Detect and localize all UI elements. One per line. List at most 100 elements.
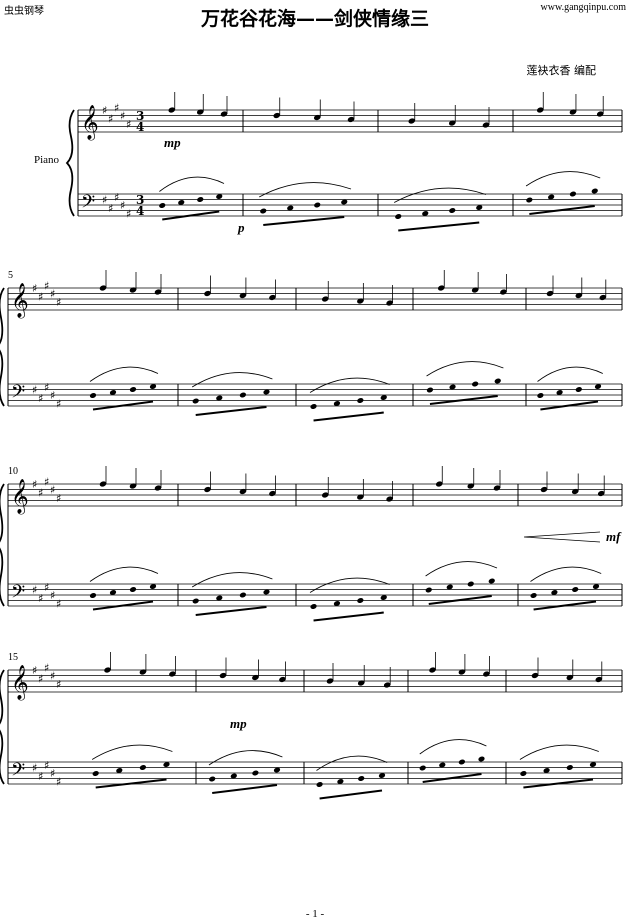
note-head	[219, 672, 227, 679]
sharp-icon: ♯	[120, 199, 125, 212]
note-head	[204, 290, 211, 297]
beam	[195, 606, 267, 616]
note-head	[209, 776, 216, 782]
beam	[422, 773, 482, 783]
sharp-icon: ♯	[56, 492, 61, 505]
note-head	[357, 298, 364, 304]
brace-icon	[0, 669, 5, 785]
slur	[393, 187, 487, 203]
sharp-icon: ♯	[38, 392, 43, 405]
note-head	[446, 584, 453, 590]
note-head	[536, 107, 544, 113]
note-head	[239, 292, 247, 299]
note-head	[269, 294, 276, 301]
note-head	[572, 586, 579, 593]
note-head	[197, 196, 204, 203]
note-head	[449, 384, 456, 390]
note-head	[467, 581, 474, 587]
note-head	[494, 378, 501, 384]
note-head	[230, 773, 237, 779]
beam	[533, 600, 597, 611]
time-signature-numerator: 3	[136, 193, 144, 207]
beam	[529, 205, 595, 215]
note-head	[448, 120, 456, 126]
sharp-icon: ♯	[114, 191, 119, 204]
measure-number: 5	[8, 270, 13, 281]
note-head	[488, 578, 495, 584]
note-head	[239, 592, 247, 598]
note-head	[543, 767, 550, 774]
beam	[263, 216, 345, 226]
note-head	[537, 392, 544, 399]
sharp-icon: ♯	[102, 104, 107, 117]
instrument-label: Piano	[34, 154, 60, 166]
note-head	[395, 213, 402, 220]
note-head	[500, 289, 507, 295]
dynamic-marking: mp	[230, 716, 247, 731]
beam	[212, 784, 278, 794]
note-head	[104, 667, 111, 673]
note-head	[493, 485, 501, 491]
note-head	[380, 594, 387, 601]
note-head	[378, 772, 386, 779]
slur	[309, 577, 390, 593]
note-head	[575, 386, 582, 393]
sharp-icon: ♯	[102, 194, 107, 207]
sharp-icon: ♯	[56, 678, 61, 691]
sharp-icon: ♯	[44, 475, 49, 488]
slur	[309, 377, 390, 393]
sharp-icon: ♯	[32, 384, 37, 397]
note-head	[260, 208, 267, 214]
note-head	[472, 381, 479, 387]
treble-clef-icon: 𝄞	[11, 665, 29, 701]
system-3: 𝄞♯♯♯♯♯𝄢♯♯♯♯♯10	[0, 466, 623, 622]
note-head	[99, 285, 107, 291]
brace-icon	[65, 109, 75, 217]
note-head	[192, 398, 199, 404]
sharp-icon: ♯	[50, 767, 55, 780]
brace-icon	[0, 287, 5, 407]
sharp-icon: ♯	[56, 775, 61, 788]
note-head	[408, 118, 416, 124]
note-head	[595, 676, 603, 683]
sharp-icon: ♯	[108, 112, 113, 125]
slur	[525, 171, 601, 187]
note-head	[273, 767, 281, 773]
sharp-icon: ♯	[32, 762, 37, 775]
note-head	[163, 761, 170, 768]
note-head	[263, 589, 270, 595]
sharp-icon: ♯	[108, 202, 113, 215]
sharp-icon: ♯	[50, 670, 55, 683]
note-head	[437, 285, 445, 291]
dynamic-marking: mf	[606, 529, 622, 544]
time-signature-denominator: 4	[136, 204, 144, 218]
treble-clef-icon: 𝄞	[11, 283, 29, 319]
note-head	[482, 122, 490, 128]
note-head	[239, 392, 247, 398]
beam	[162, 210, 220, 221]
slur	[258, 182, 352, 198]
bass-clef-icon: 𝄢	[81, 192, 95, 217]
note-head	[569, 191, 577, 197]
sharp-icon: ♯	[56, 397, 61, 410]
note-head	[220, 111, 228, 117]
note-head	[239, 488, 247, 495]
note-head	[530, 592, 537, 599]
sharp-icon: ♯	[38, 770, 43, 783]
note-head	[99, 481, 107, 487]
note-head	[476, 204, 483, 211]
sharp-icon: ♯	[44, 661, 49, 674]
note-head	[546, 290, 554, 297]
note-head	[566, 674, 574, 681]
note-head	[531, 672, 539, 679]
note-head	[310, 403, 317, 410]
note-head	[89, 592, 97, 599]
sharp-icon: ♯	[32, 282, 37, 295]
note-head	[386, 496, 393, 502]
note-head	[116, 767, 123, 774]
time-signature-denominator: 4	[136, 120, 144, 134]
note-head	[566, 764, 573, 771]
site-url: www.gangqinpu.com	[540, 2, 626, 13]
sharp-icon: ♯	[44, 581, 49, 594]
